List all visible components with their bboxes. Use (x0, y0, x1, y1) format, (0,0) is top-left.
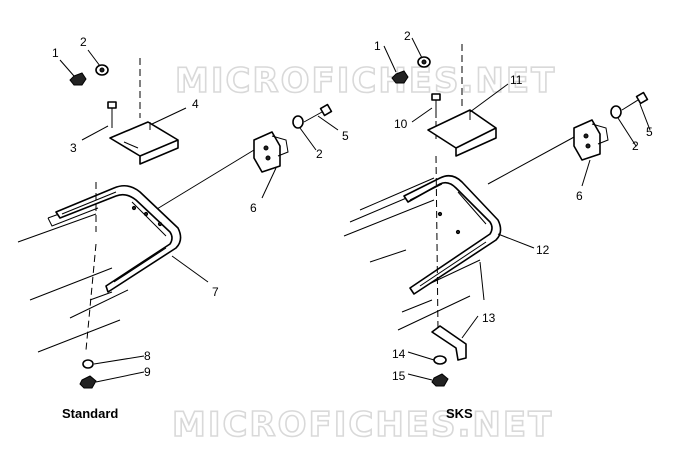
leader-lines-right (383, 37, 651, 381)
callout-left-2b: 2 (316, 147, 323, 161)
callout-right-13: 13 (482, 311, 496, 325)
callout-left-3: 3 (70, 141, 77, 155)
standard-assembly (17, 58, 333, 389)
callout-right-2: 2 (404, 29, 411, 43)
assembly-line-right (435, 110, 439, 331)
bumper-rail-sks (403, 174, 502, 295)
sks-assembly (343, 44, 649, 387)
washer-8 (82, 359, 94, 369)
washer-14 (433, 355, 447, 365)
washer-2b (292, 115, 304, 129)
callout-left-9: 9 (144, 365, 151, 379)
watermark-top: MICROFICHES.NET (175, 61, 556, 101)
assembly-line-left (85, 182, 97, 351)
bolt-3 (107, 101, 117, 128)
bracket-4 (109, 121, 179, 165)
chassis-outline-right (343, 177, 485, 331)
mount-plate-6 (253, 131, 281, 173)
callout-left-6: 6 (250, 201, 257, 215)
bumper-rail-standard (55, 184, 182, 293)
callout-right-6: 6 (576, 189, 583, 203)
bracket-11 (427, 109, 497, 157)
bolt-10 (431, 93, 441, 118)
callout-left-2: 2 (80, 35, 87, 49)
caption-sks: SKS (446, 406, 473, 421)
bolt-5 (303, 103, 333, 123)
nut-9 (79, 375, 97, 389)
callout-right-10: 10 (394, 117, 408, 131)
callout-right-15: 15 (392, 369, 406, 383)
callout-left-5: 5 (342, 129, 349, 143)
callout-left-4: 4 (192, 97, 199, 111)
callout-left-8: 8 (144, 349, 151, 363)
callout-right-2b: 2 (632, 139, 639, 153)
mount-plate-6-sks (573, 119, 601, 161)
chassis-outline-left (17, 199, 129, 353)
callout-right-5: 5 (646, 125, 653, 139)
guide-line-left (151, 149, 255, 213)
callout-right-12: 12 (536, 243, 550, 257)
strap-13 (431, 325, 467, 361)
leader-lines-left (59, 49, 339, 383)
callout-left-7: 7 (212, 285, 219, 299)
callout-left-1: 1 (52, 46, 59, 60)
callout-right-11: 11 (510, 73, 523, 87)
callout-right-1: 1 (374, 39, 381, 53)
washer-2c (610, 105, 622, 119)
nut-1-sks (391, 70, 409, 84)
guide-line-right (487, 135, 577, 185)
watermark-bottom: MICROFICHES.NET (172, 405, 553, 445)
nut-15 (431, 373, 449, 387)
callout-right-14: 14 (392, 347, 406, 361)
bolt-5-sks (621, 91, 649, 111)
caption-standard: Standard (62, 406, 118, 421)
